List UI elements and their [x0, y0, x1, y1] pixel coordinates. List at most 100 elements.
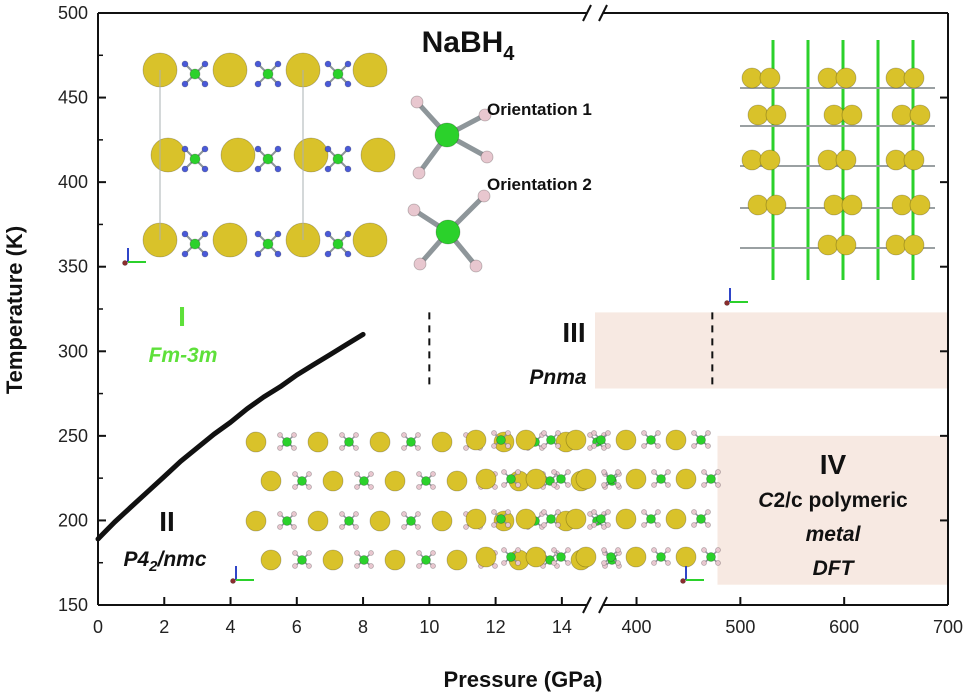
- boron-atom: [656, 474, 666, 484]
- x-tick-label: 500: [725, 617, 755, 637]
- hydrogen-atom: [555, 509, 561, 515]
- hydrogen-atom: [705, 522, 711, 528]
- hydrogen-atom: [701, 560, 707, 566]
- sodium-atom: [431, 431, 453, 453]
- hydrogen-atom: [339, 511, 345, 517]
- sodium-atom: [575, 468, 597, 490]
- hydrogen-atom: [254, 145, 262, 153]
- hydrogen-atom: [541, 443, 547, 449]
- hydrogen-atom: [541, 509, 547, 515]
- hydrogen-atom: [306, 484, 312, 490]
- y-tick-label: 200: [58, 510, 88, 530]
- hydrogen-atom: [601, 482, 607, 488]
- hydrogen-atom: [515, 547, 521, 553]
- hydrogen-atom: [368, 563, 374, 569]
- shaded-regions: [595, 312, 948, 585]
- x-tick-label: 2: [159, 617, 169, 637]
- hydrogen-atom: [181, 80, 189, 88]
- x-tick-label: 0: [93, 617, 103, 637]
- x-tick-label: 6: [292, 617, 302, 637]
- hydrogen-atom: [344, 60, 352, 68]
- hydrogen-atom: [591, 430, 597, 436]
- hydrogen-atom: [291, 511, 297, 517]
- crystal-structure-polymeric-illustration: [724, 40, 935, 306]
- sodium-atom: [817, 234, 839, 256]
- hydrogen-atom: [274, 60, 282, 68]
- boron-atom: [282, 516, 292, 526]
- sodium-atom: [747, 194, 769, 216]
- hydrogen-atom: [368, 484, 374, 490]
- hydrogen-atom: [368, 550, 374, 556]
- sodium-atom: [747, 104, 769, 126]
- crystal-structure-pnma-illustration: [465, 429, 721, 584]
- phase-i-group: Fm-3m: [149, 344, 218, 367]
- hydrogen-atom: [655, 509, 661, 515]
- boron-atom: [706, 552, 716, 562]
- sodium-atom: [565, 508, 587, 530]
- sodium-atom: [903, 234, 925, 256]
- boron-atom: [189, 238, 201, 250]
- orientation-2-label: Orientation 2: [487, 175, 592, 194]
- sodium-atom: [245, 431, 267, 453]
- phase-iv-group: C2/c polymeric: [758, 489, 908, 512]
- sodium-atom: [759, 67, 781, 89]
- sodium-atom: [835, 149, 857, 171]
- hydrogen-atom: [416, 484, 422, 490]
- hydrogen-atom: [491, 509, 497, 515]
- hydrogen-atom: [339, 524, 345, 530]
- y-axis-title: Temperature (K): [2, 226, 27, 394]
- boron-atom: [332, 68, 344, 80]
- sodium-atom: [841, 104, 863, 126]
- hydrogen-atom: [306, 563, 312, 569]
- sodium-atom: [212, 222, 248, 258]
- hydrogen-atom: [415, 524, 421, 530]
- sodium-atom: [625, 468, 647, 490]
- boron-atom: [421, 476, 431, 486]
- phase-i-label: I: [178, 301, 186, 332]
- hydrogen-atom: [430, 471, 436, 477]
- hydrogen-atom: [551, 560, 557, 566]
- hydrogen-atom: [201, 145, 209, 153]
- sodium-atom: [322, 470, 344, 492]
- phase-iii-group: Pnma: [529, 366, 587, 389]
- sodium-atom: [817, 67, 839, 89]
- sodium-atom: [665, 508, 687, 530]
- hydrogen-atom: [430, 484, 436, 490]
- hydrogen-atom: [641, 509, 647, 515]
- hydrogen-atom: [715, 560, 721, 566]
- hydrogen-atom: [601, 469, 607, 475]
- sodium-atom: [835, 234, 857, 256]
- sodium-atom: [909, 104, 931, 126]
- sodium-atom: [903, 67, 925, 89]
- hydrogen-atom: [354, 471, 360, 477]
- hydrogen-atom: [715, 482, 721, 488]
- sodium-atom: [765, 194, 787, 216]
- sodium-atom: [565, 429, 587, 451]
- hydrogen-atom: [415, 511, 421, 517]
- sodium-atom: [741, 67, 763, 89]
- hydrogen-atom: [274, 250, 282, 258]
- hydrogen-atom: [277, 432, 283, 438]
- hydrogen-atom: [691, 509, 697, 515]
- boron-atom: [506, 474, 516, 484]
- hydrogen-atom: [701, 469, 707, 475]
- hydrogen-atom: [413, 257, 427, 271]
- hydrogen-atom: [430, 563, 436, 569]
- hydrogen-atom: [292, 550, 298, 556]
- hydrogen-atom: [291, 445, 297, 451]
- phase-iv-dft: DFT: [813, 557, 856, 580]
- hydrogen-atom: [415, 445, 421, 451]
- hydrogen-atom: [477, 189, 491, 203]
- y-tick-label: 500: [58, 3, 88, 23]
- hydrogen-atom: [416, 471, 422, 477]
- hydrogen-atom: [469, 259, 483, 273]
- sodium-atom: [307, 431, 329, 453]
- boron-atom: [406, 437, 416, 447]
- crystal-structure-fm3m-illustration: [122, 52, 396, 266]
- sodium-atom: [841, 194, 863, 216]
- y-tick-label: 450: [58, 88, 88, 108]
- boron-atom: [406, 516, 416, 526]
- boron-atom: [332, 238, 344, 250]
- hydrogen-atom: [430, 550, 436, 556]
